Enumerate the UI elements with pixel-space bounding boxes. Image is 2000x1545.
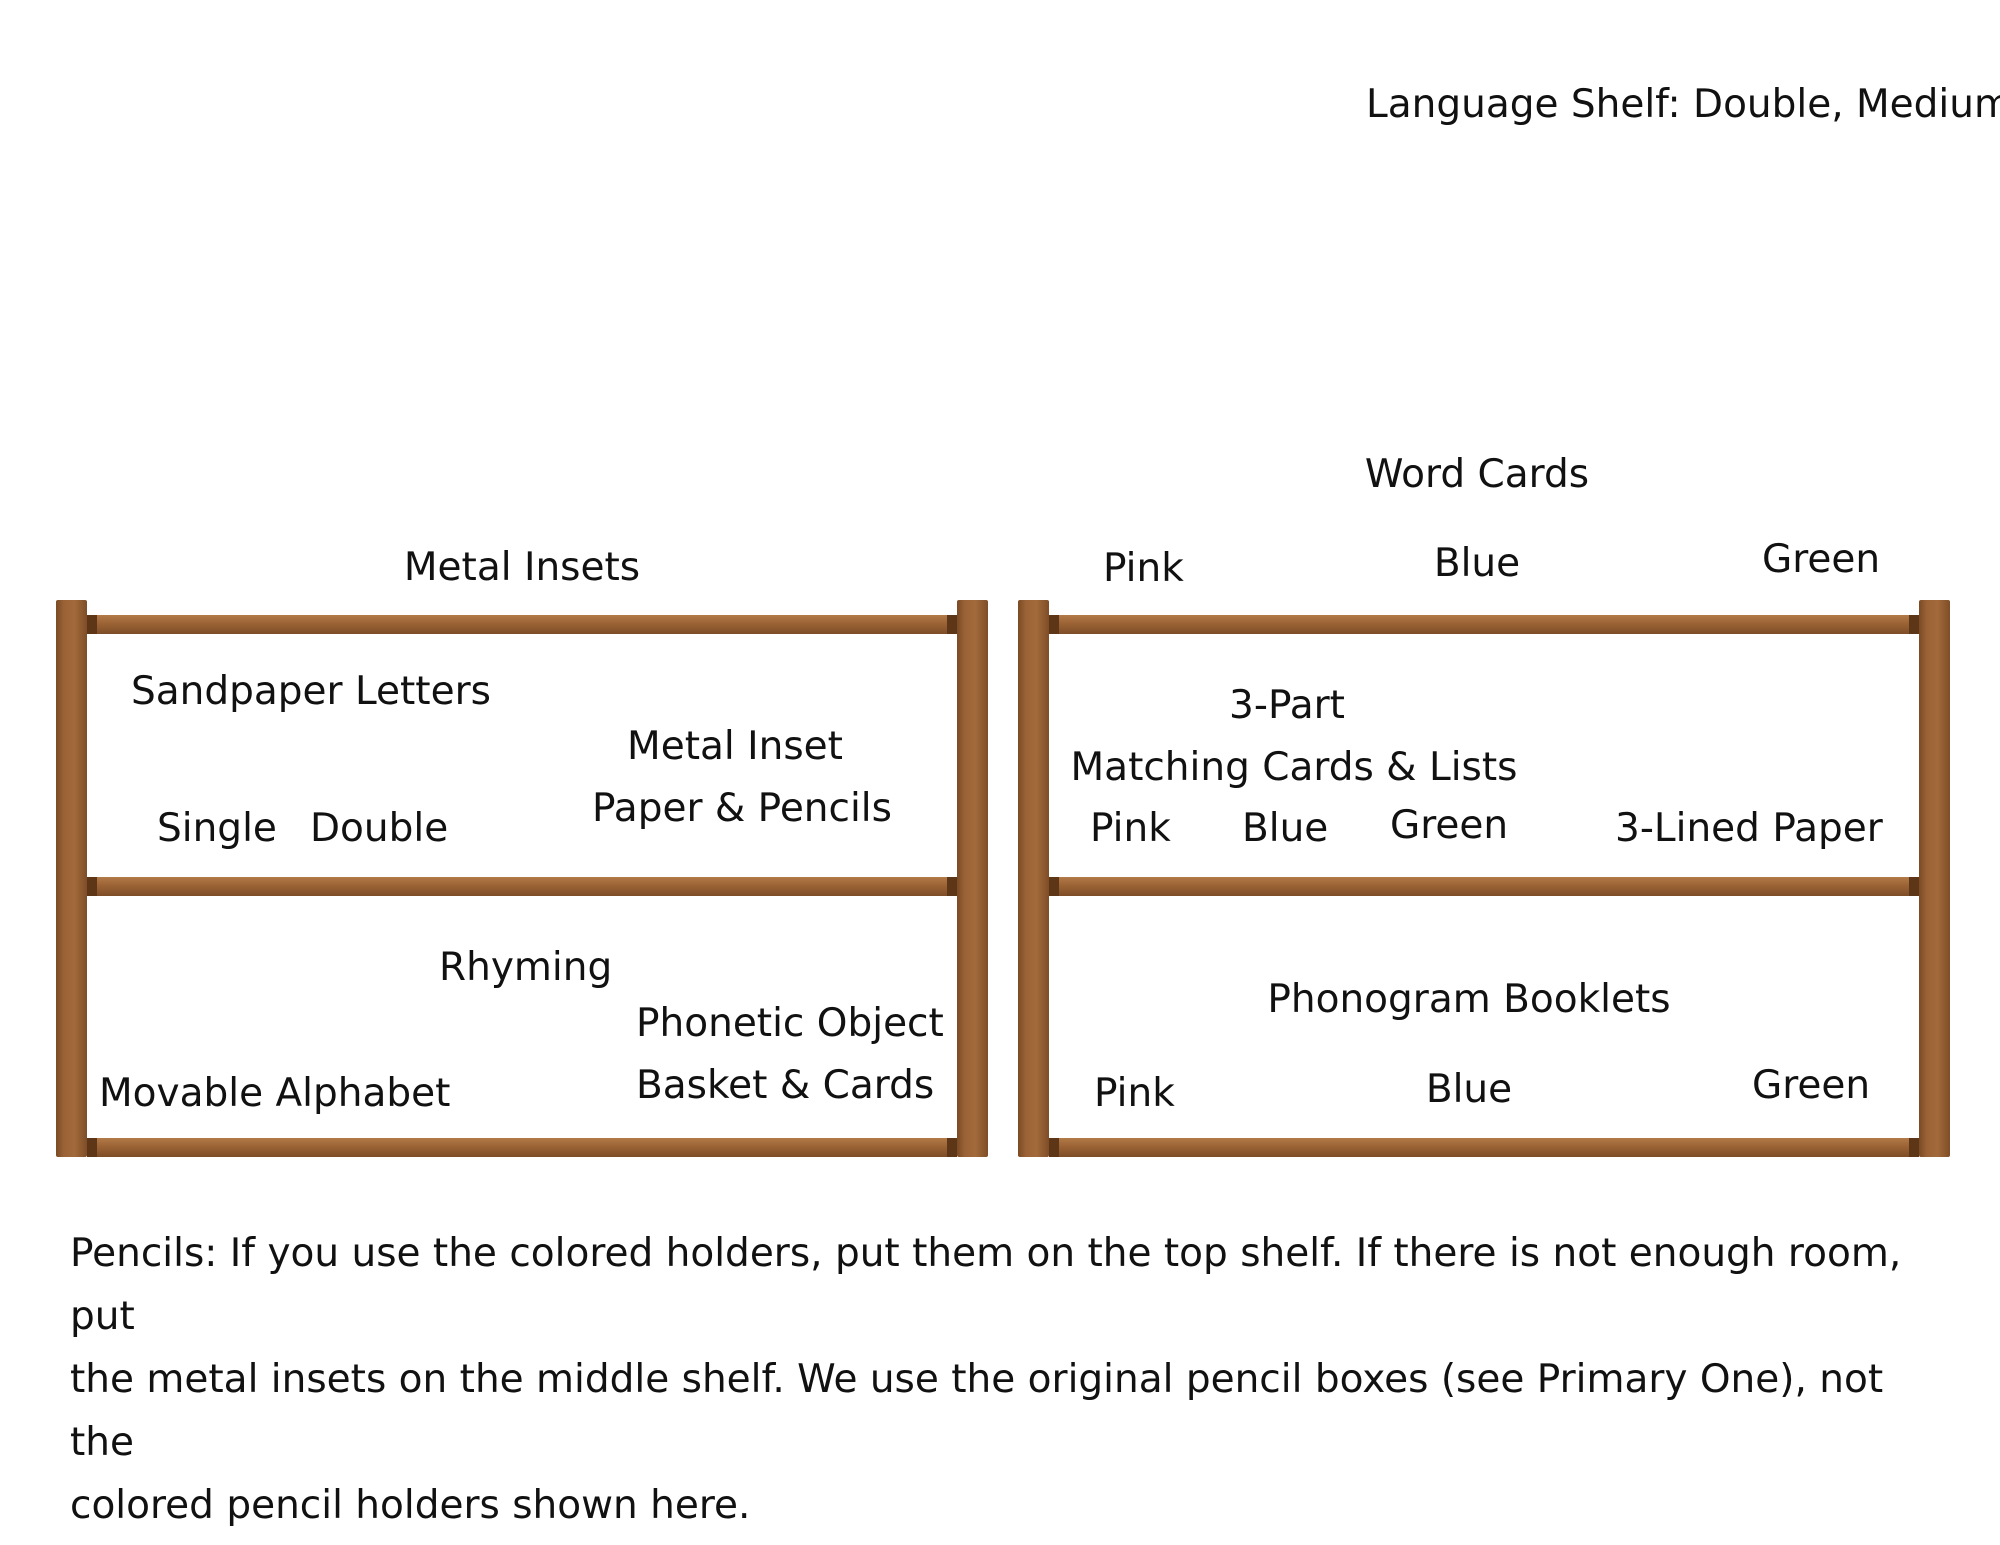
single-label: Single [157,806,277,851]
left-shelf-left-post [56,600,87,1157]
right-shelf-left-post [1018,600,1049,1157]
pencils-note-line-2: the metal insets on the middle shelf. We… [70,1357,1884,1465]
phonetic-object-label-line1: Phonetic Object [636,1001,944,1046]
double-label: Double [310,806,449,851]
pencils-note-line-1: Pencils: If you use the colored holders,… [70,1231,1902,1339]
page-title: Language Shelf: Double, Medium [1366,82,2000,127]
pencils-note: Pencils: If you use the colored holders,… [70,1222,1930,1537]
right-shelf-middle-plank-end-right [1909,877,1919,896]
right-shelf-right-post [1919,600,1950,1157]
left-shelf-middle-plank [87,877,957,896]
upper-blue-label: Blue [1242,806,1329,851]
lower-pink-label: Pink [1094,1071,1175,1116]
lower-blue-label: Blue [1425,1067,1513,1112]
word-cards-label: Word Cards [1364,452,1590,497]
right-shelf-top-plank-end-right [1909,615,1919,634]
upper-pink-label: Pink [1090,806,1171,851]
phonogram-booklets-label: Phonogram Booklets [1267,977,1671,1022]
three-part-label-line1: 3-Part [1229,683,1345,728]
right-shelf-top-plank [1049,615,1919,634]
rhyming-label: Rhyming [439,945,613,990]
right-shelf-middle-plank-end-left [1049,877,1059,896]
left-shelf-right-post [957,600,988,1157]
lower-green-label: Green [1752,1063,1871,1108]
pencils-note-line-3: colored pencil holders shown here. [70,1483,751,1528]
left-shelf-top-plank-end-right [947,615,957,634]
metal-inset-paper-label-line1: Metal Inset [627,724,843,769]
left-shelf-bottom-plank-end-left [87,1138,97,1157]
left-shelf-bottom-plank-end-right [947,1138,957,1157]
right-shelf-bottom-plank-end-left [1049,1138,1059,1157]
left-shelf-top-plank-end-left [87,615,97,634]
upper-green-label: Green [1390,803,1509,848]
top-pink-label: Pink [1103,546,1184,591]
three-lined-paper-label: 3-Lined Paper [1615,806,1883,851]
right-shelf-top-plank-end-left [1049,615,1059,634]
right-shelf-middle-plank [1049,877,1919,896]
sandpaper-letters-label: Sandpaper Letters [131,669,491,714]
left-shelf-middle-plank-end-left [87,877,97,896]
phonetic-object-label-line2: Basket & Cards [636,1063,935,1108]
right-shelf-bottom-plank [1049,1138,1919,1157]
left-shelf-middle-plank-end-right [947,877,957,896]
right-shelf-bottom-plank-end-right [1909,1138,1919,1157]
three-part-label-line2: Matching Cards & Lists [1070,745,1518,790]
metal-inset-paper-label-line2: Paper & Pencils [592,786,892,831]
left-shelf-top-plank [87,615,957,634]
top-green-label: Green [1762,537,1881,582]
metal-insets-label: Metal Insets [403,545,641,590]
top-blue-label: Blue [1433,541,1521,586]
left-shelf-bottom-plank [87,1138,957,1157]
movable-alphabet-label: Movable Alphabet [99,1071,451,1116]
